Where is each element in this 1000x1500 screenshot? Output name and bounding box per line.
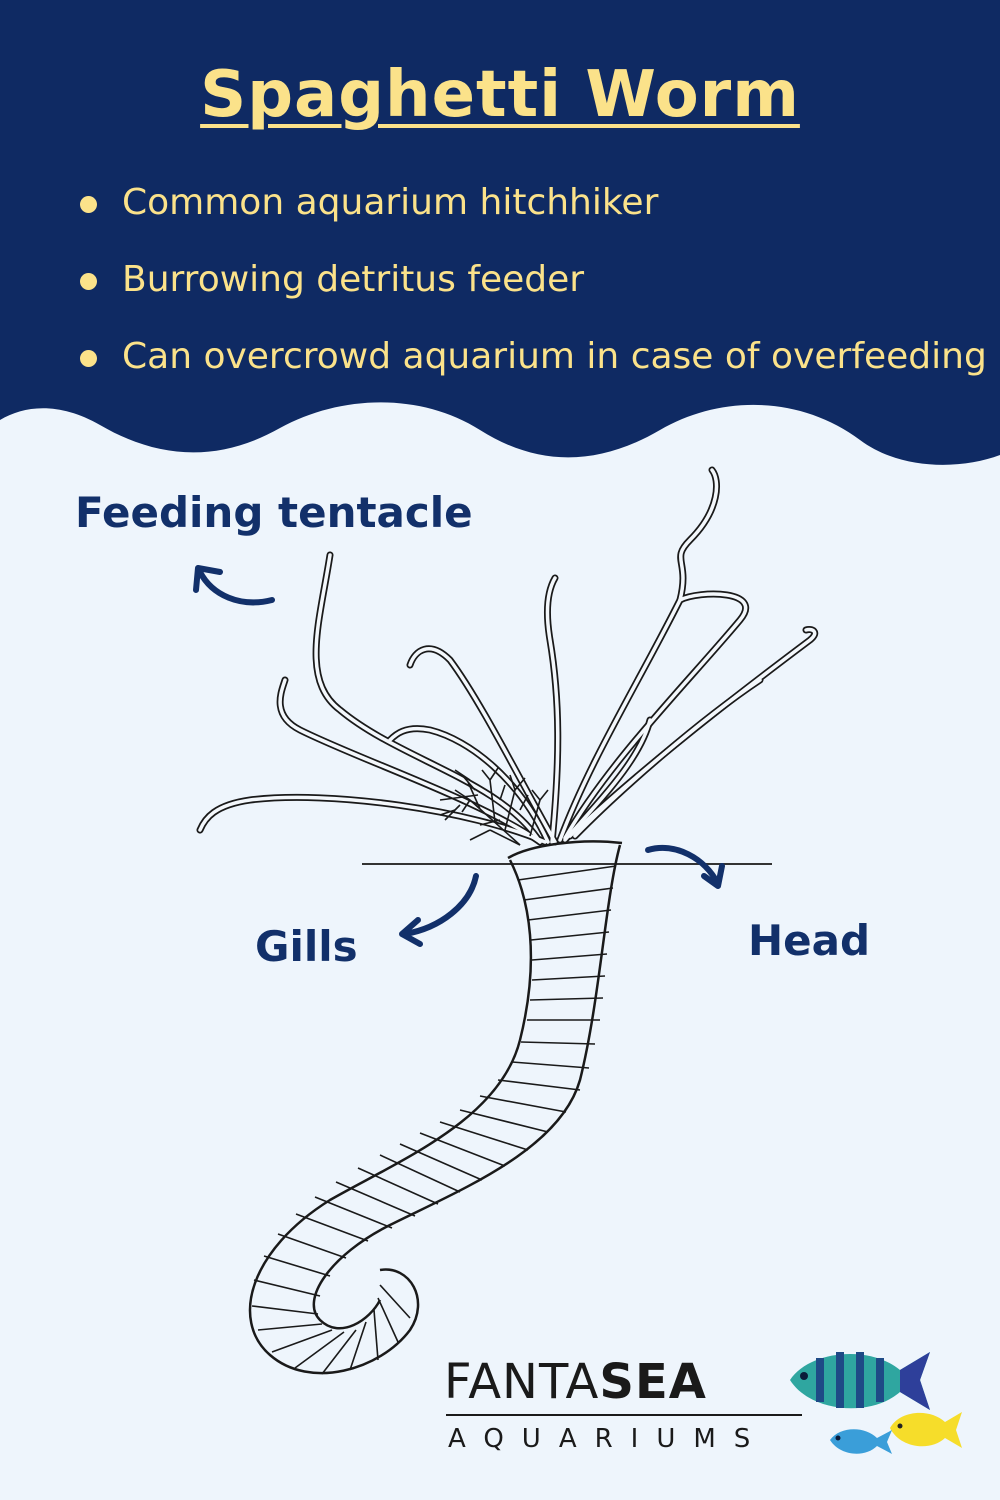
gills-tuft <box>439 767 549 846</box>
fact-list: Common aquarium hitchhiker Burrowing det… <box>80 172 987 403</box>
diagram-arrows <box>193 565 725 947</box>
gills-arrowhead-icon <box>399 917 423 947</box>
head-label: Head <box>748 916 871 965</box>
head-arrow <box>645 844 721 887</box>
gills-arrow <box>402 873 479 937</box>
bullet-icon <box>80 350 97 367</box>
blue-fish-icon <box>830 1429 892 1454</box>
wave-banner-shape <box>0 0 1000 465</box>
yellow-fish-icon <box>890 1412 962 1448</box>
bullet-icon <box>80 196 97 213</box>
feeding-tentacle-label: Feeding tentacle <box>75 488 473 537</box>
page-title: Spaghetti Worm <box>200 58 800 132</box>
header-banner: Spaghetti Worm Common aquarium hitchhike… <box>0 0 1000 480</box>
worm-body <box>248 840 623 1375</box>
fact-item: Burrowing detritus feeder <box>80 249 987 326</box>
logo-subtitle: AQUARIUMS <box>448 1424 769 1454</box>
logo-fish-group <box>790 1352 962 1454</box>
logo-wordmark: FANTASEA <box>444 1354 707 1410</box>
fantasea-logo: FANTASEA AQUARIUMS <box>440 1340 980 1490</box>
head-arrowhead-icon <box>701 863 725 889</box>
bullet-icon <box>80 273 97 290</box>
fact-item: Can overcrowd aquarium in case of overfe… <box>80 326 987 403</box>
feeding-arrow <box>197 569 275 606</box>
gills-label: Gills <box>255 922 358 971</box>
fact-item: Common aquarium hitchhiker <box>80 172 987 249</box>
feeding-arrowhead-icon <box>193 565 223 593</box>
teal-fish-icon <box>790 1352 930 1410</box>
logo-divider <box>446 1414 802 1416</box>
body-rings <box>251 865 617 1375</box>
